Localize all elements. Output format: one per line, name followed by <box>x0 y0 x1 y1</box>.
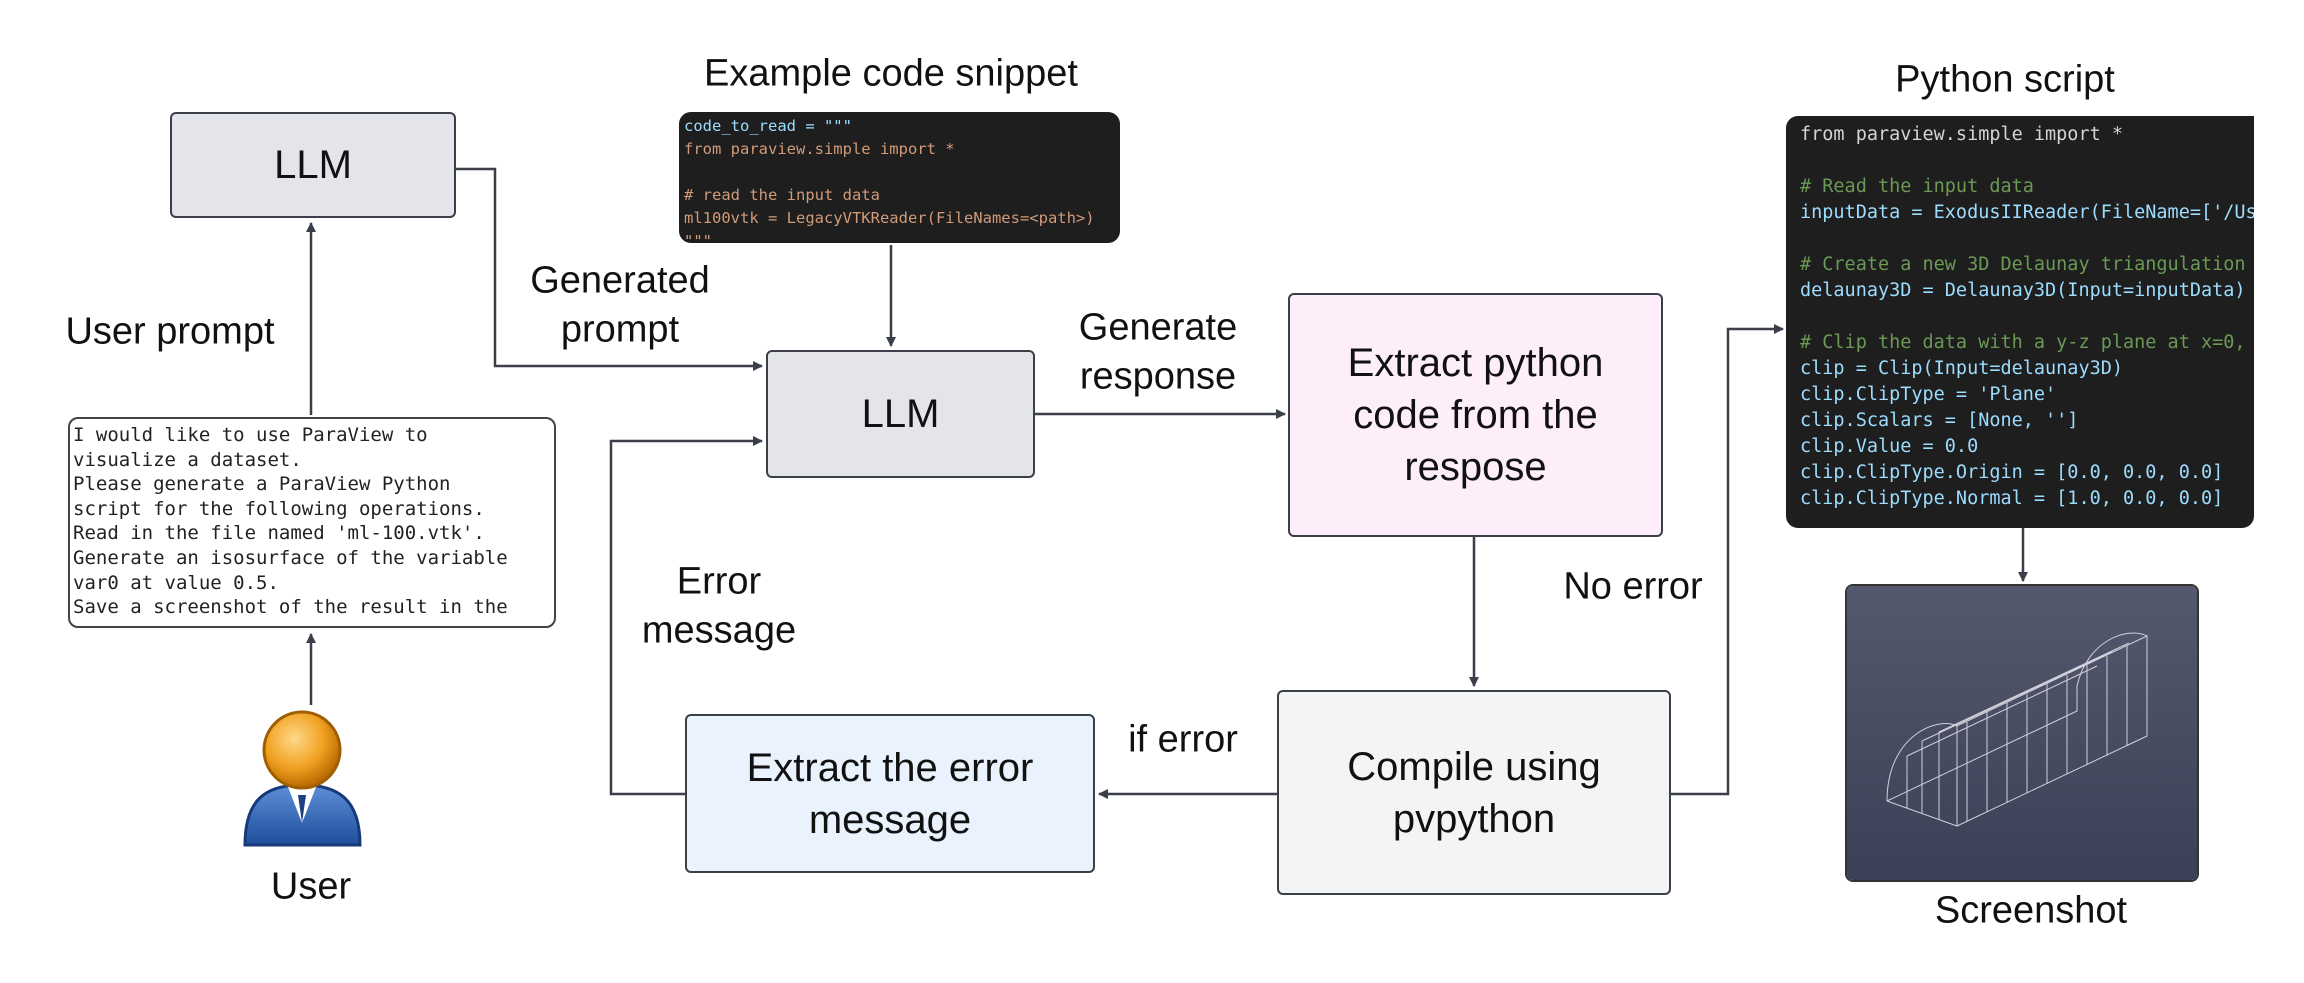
llm-main-label: LLM <box>861 392 940 436</box>
code-line: clip.Scalars = [None, ''] <box>1800 410 2079 431</box>
code-line: # Create a new 3D Delaunay triangulation <box>1800 254 2246 275</box>
code-line: clip.ClipType.Normal = [1.0, 0.0, 0.0] <box>1800 488 2224 509</box>
prompt-line: I would like to use ParaView to <box>73 424 428 446</box>
example-code-snippet: code_to_read = """ from paraview.simple … <box>679 112 1120 243</box>
code-line: from paraview.simple import * <box>1800 124 2124 145</box>
llm-top-label: LLM <box>274 143 352 187</box>
code-line: """ <box>684 232 712 243</box>
user-icon <box>243 710 362 847</box>
code-line: inputData = ExodusIIReader(FileName=['/U… <box>1800 202 2254 223</box>
screenshot-label: Screenshot <box>1934 889 2128 932</box>
code-line: # Clip the data with a y-z plane at x=0,… <box>1800 332 2254 353</box>
arrow-compile-to-script <box>1671 324 1784 796</box>
code-line: from paraview.simple import * <box>684 140 955 158</box>
user-prompt-label: User prompt <box>65 310 275 353</box>
extract-python-label: Extract python code from the respose <box>1347 341 1604 489</box>
example-code-title: Example code snippet <box>704 52 1078 95</box>
extract-python-box: Extract python code from the respose <box>1288 293 1663 537</box>
wireframe-half-cylinder <box>1886 632 2149 827</box>
python-script-title: Python script <box>1895 58 2115 101</box>
code-line: ml100vtk = LegacyVTKReader(FileNames=<pa… <box>684 209 1095 227</box>
python-script-code: from paraview.simple import * # Read the… <box>1786 116 2254 528</box>
code-line: clip.Value = 0.0 <box>1800 436 1979 457</box>
llm-main-box: LLM <box>766 350 1035 478</box>
code-line <box>1800 304 2240 330</box>
prompt-line: script for the following operations. <box>73 497 485 520</box>
user-label: User <box>270 865 352 908</box>
generated-prompt-label: Generated prompt <box>530 259 710 351</box>
generate-response-label: Generate response <box>1078 306 1238 398</box>
prompt-line: visualize a dataset. <box>73 448 302 471</box>
prompt-line: Read in the file named 'ml-100.vtk'. <box>73 522 485 545</box>
code-line: clip.ClipType = 'Plane' <box>1800 384 2057 405</box>
prompt-line: Generate an isosurface of the variable <box>73 546 508 569</box>
code-line <box>684 161 1115 184</box>
compile-box: Compile using pvpython <box>1277 690 1671 895</box>
no-error-label: No error <box>1563 565 1703 608</box>
llm-top-box: LLM <box>170 112 456 218</box>
extract-error-label: Extract the error message <box>746 745 1034 842</box>
arrow-llm-to-llm <box>456 167 763 371</box>
compile-label: Compile using pvpython <box>1347 744 1601 841</box>
code-line <box>1800 226 2240 252</box>
arrow-error-loop <box>609 436 763 796</box>
code-line: # Read the input data <box>1800 176 2034 197</box>
error-message-label: Error message <box>641 560 797 652</box>
prompt-line: Please generate a ParaView Python <box>73 473 451 496</box>
code-line: # read the input data <box>684 186 880 204</box>
code-line <box>1800 148 2240 174</box>
user-prompt-textbox[interactable]: I would like to use ParaView to visualiz… <box>68 417 556 628</box>
prompt-line: var0 at value 0.5. <box>73 571 279 594</box>
code-line: clip.ClipType.Origin = [0.0, 0.0, 0.0] <box>1800 462 2224 483</box>
screenshot-image <box>1845 584 2199 882</box>
code-line: delaunay3D = Delaunay3D(Input=inputData) <box>1800 280 2246 301</box>
prompt-line: Save a screenshot of the result in the <box>73 596 508 619</box>
if-error-label: if error <box>1128 718 1238 761</box>
code-line: code_to_read = """ <box>684 117 852 135</box>
code-line: clip = Clip(Input=delaunay3D) <box>1800 358 2124 379</box>
extract-error-box: Extract the error message <box>685 714 1095 873</box>
